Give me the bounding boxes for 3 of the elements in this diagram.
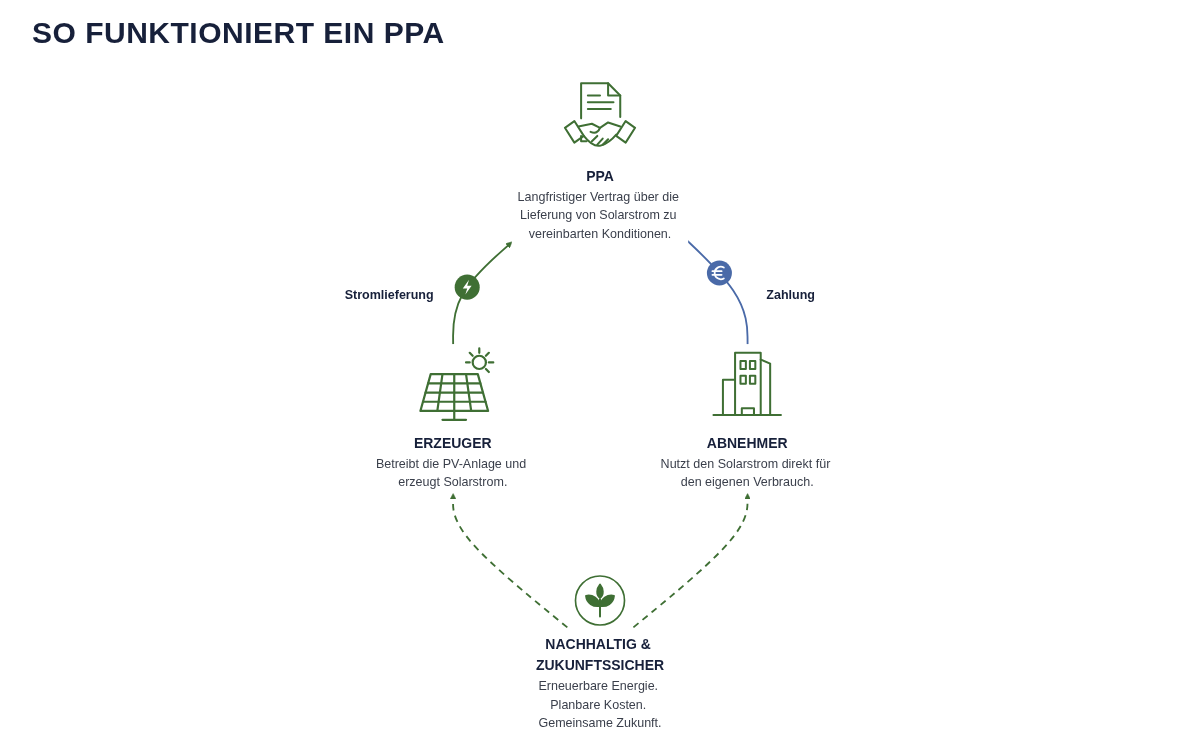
title: SO FUNKTIONIERT EIN PPA: [32, 16, 445, 50]
edge-label: Stromlieferung: [344, 287, 434, 302]
edge-label: Zahlung: [766, 287, 816, 302]
